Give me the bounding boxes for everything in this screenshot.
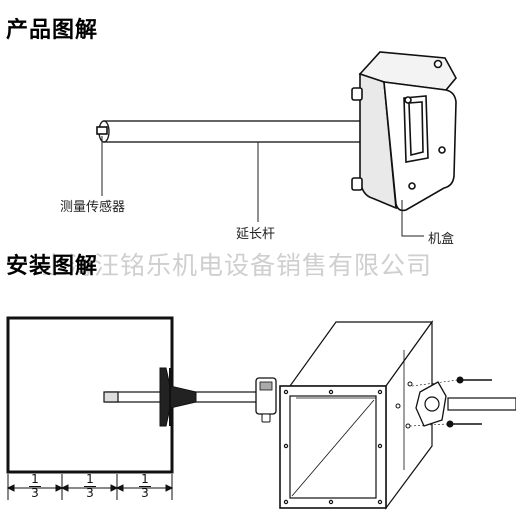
mounting-flange [395, 376, 516, 429]
housing-box [351, 51, 457, 212]
leader-lines [101, 136, 424, 237]
box-label: 机盒 [428, 232, 455, 247]
duct-3d [279, 320, 434, 510]
sensor-window [96, 126, 108, 135]
sensor-label: 测量传感器 [60, 200, 126, 215]
dimension-line [6, 474, 174, 500]
product-diagram-title: 产品图解 [6, 18, 99, 43]
installation-diagram-title: 安装图解 [6, 254, 99, 279]
inserted-sensor [103, 367, 277, 427]
company-watermark: 上海汪铭乐机电设备销售有限公司 [42, 251, 433, 280]
rod-label: 延长杆 [236, 227, 276, 242]
